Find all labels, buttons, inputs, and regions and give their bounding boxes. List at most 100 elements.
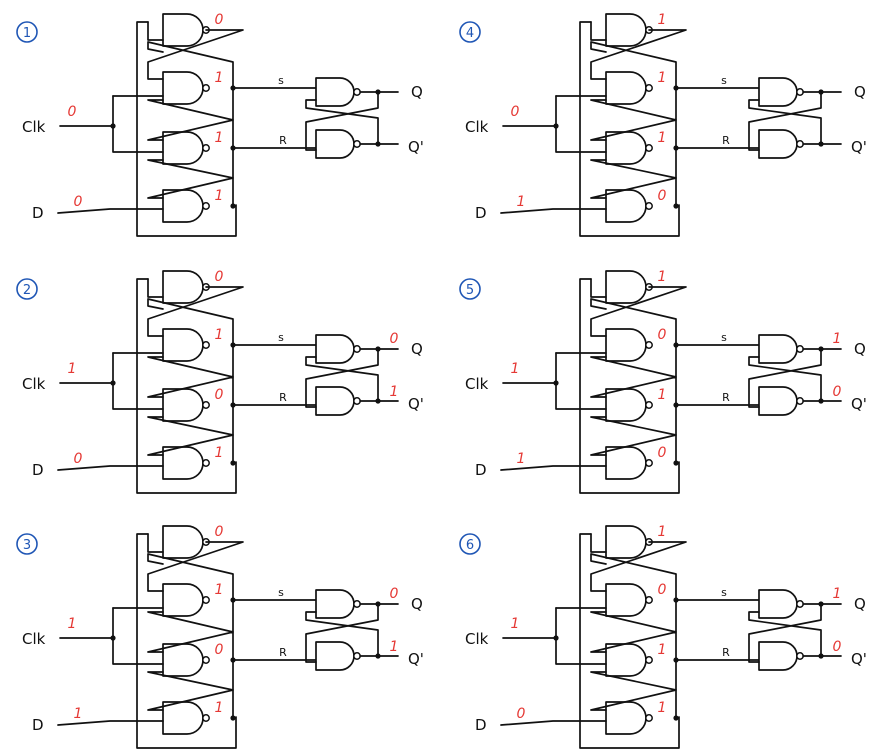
step-number-circle	[16, 278, 38, 300]
wire-g1-in	[590, 21, 607, 41]
d-label: D	[32, 716, 44, 734]
d-wire	[57, 208, 164, 214]
gate-3-value: 1	[658, 642, 667, 658]
output-gate-qbar	[315, 641, 355, 671]
wire-g1-in	[590, 533, 607, 553]
s-label: s	[278, 74, 284, 87]
output-gate-qbar	[315, 129, 355, 159]
q-value: 1	[833, 586, 842, 602]
qbar-feedback	[305, 611, 379, 657]
d-label: D	[32, 461, 44, 479]
gate-1-value: 0	[215, 12, 224, 28]
gate-3-value: 0	[215, 387, 224, 403]
step-number: 3	[23, 538, 31, 553]
clk-junction	[110, 123, 116, 129]
clk-junction	[553, 635, 559, 641]
step-number: 5	[466, 283, 474, 298]
gate-4-junction	[673, 460, 679, 466]
wire-g3-to-g2	[147, 631, 234, 661]
wire-g2-to-g1	[147, 41, 234, 89]
d-wire	[57, 720, 164, 726]
gate-4-junction	[230, 460, 236, 466]
q-feedback	[305, 603, 379, 663]
gate-4-value: 0	[658, 445, 667, 461]
latch-gate-2	[162, 71, 204, 105]
wire-g4-to-g3	[147, 671, 234, 719]
qbar-label: Q'	[408, 650, 424, 668]
latch-gate-2-bubble	[645, 341, 653, 349]
clk-branch	[555, 607, 607, 665]
clk-branch	[112, 95, 164, 153]
d-wire	[57, 465, 164, 471]
wire-g2-to-g1	[590, 298, 677, 346]
s-label: s	[721, 74, 727, 87]
qbar-label: Q'	[851, 650, 867, 668]
wire-g1-to-g2	[590, 286, 687, 337]
r-label: R	[722, 646, 730, 659]
clk-label: Clk	[465, 118, 489, 136]
output-gate-q	[758, 334, 798, 364]
qbar-feedback	[748, 99, 822, 145]
qbar-feedback	[748, 611, 822, 657]
s-label: s	[278, 331, 284, 344]
wire-g3-to-g4	[590, 404, 677, 456]
step-number-circle	[459, 278, 481, 300]
wire-g1-in	[147, 278, 164, 298]
latch-gate-3	[605, 131, 647, 165]
latch-gate-1	[605, 13, 647, 47]
clk-branch	[555, 352, 607, 410]
latch-gate-2-bubble	[645, 596, 653, 604]
r-label: R	[722, 391, 730, 404]
step-number: 6	[466, 538, 474, 553]
wire-g2-to-g1	[590, 553, 677, 601]
gate-1-value: 1	[658, 12, 667, 28]
gate-4-value: 1	[215, 445, 224, 461]
d-value: 1	[517, 194, 526, 210]
wire-g3-to-g2	[147, 376, 234, 406]
qbar-value: 0	[833, 639, 842, 655]
clk-value: 0	[68, 104, 77, 120]
wire-g2-to-g1	[147, 298, 234, 346]
r-label: R	[279, 134, 287, 147]
latch-gate-4-bubble	[202, 459, 210, 467]
gate-4-junction	[230, 715, 236, 721]
d-value: 1	[517, 451, 526, 467]
wire-g1-to-g2	[147, 286, 244, 337]
gate-1-value: 0	[215, 269, 224, 285]
d-value: 1	[74, 706, 83, 722]
feedback-frame	[136, 21, 237, 237]
d-wire	[500, 208, 607, 214]
wire-g3-to-g2	[590, 376, 677, 406]
wire-g3-to-g4	[147, 404, 234, 456]
latch-gate-3	[162, 643, 204, 677]
clk-label: Clk	[22, 375, 46, 393]
d-value: 0	[74, 194, 83, 210]
wire-g2-to-g3	[590, 344, 677, 378]
latch-gate-2	[162, 583, 204, 617]
latch-gate-3-bubble	[202, 144, 210, 152]
latch-gate-3-bubble	[645, 144, 653, 152]
clk-label: Clk	[22, 630, 46, 648]
gate-4-value: 1	[215, 700, 224, 716]
latch-gate-3-bubble	[645, 656, 653, 664]
output-gate-qbar	[758, 386, 798, 416]
d-label: D	[32, 204, 44, 222]
wire-g2-to-g3	[590, 599, 677, 633]
feedback-frame	[579, 21, 680, 237]
wire-g1-to-g2	[147, 541, 244, 592]
latch-gate-2	[605, 71, 647, 105]
wire-g3-to-g4	[590, 659, 677, 711]
feedback-frame	[136, 533, 237, 749]
q-feedback	[748, 91, 822, 151]
output-gate-q	[758, 589, 798, 619]
gate-2-value: 1	[215, 327, 224, 343]
wire-g4-to-g3	[590, 416, 677, 464]
qbar-value: 1	[390, 384, 399, 400]
wire-g3-to-g4	[147, 147, 234, 199]
q-label: Q	[854, 595, 866, 613]
